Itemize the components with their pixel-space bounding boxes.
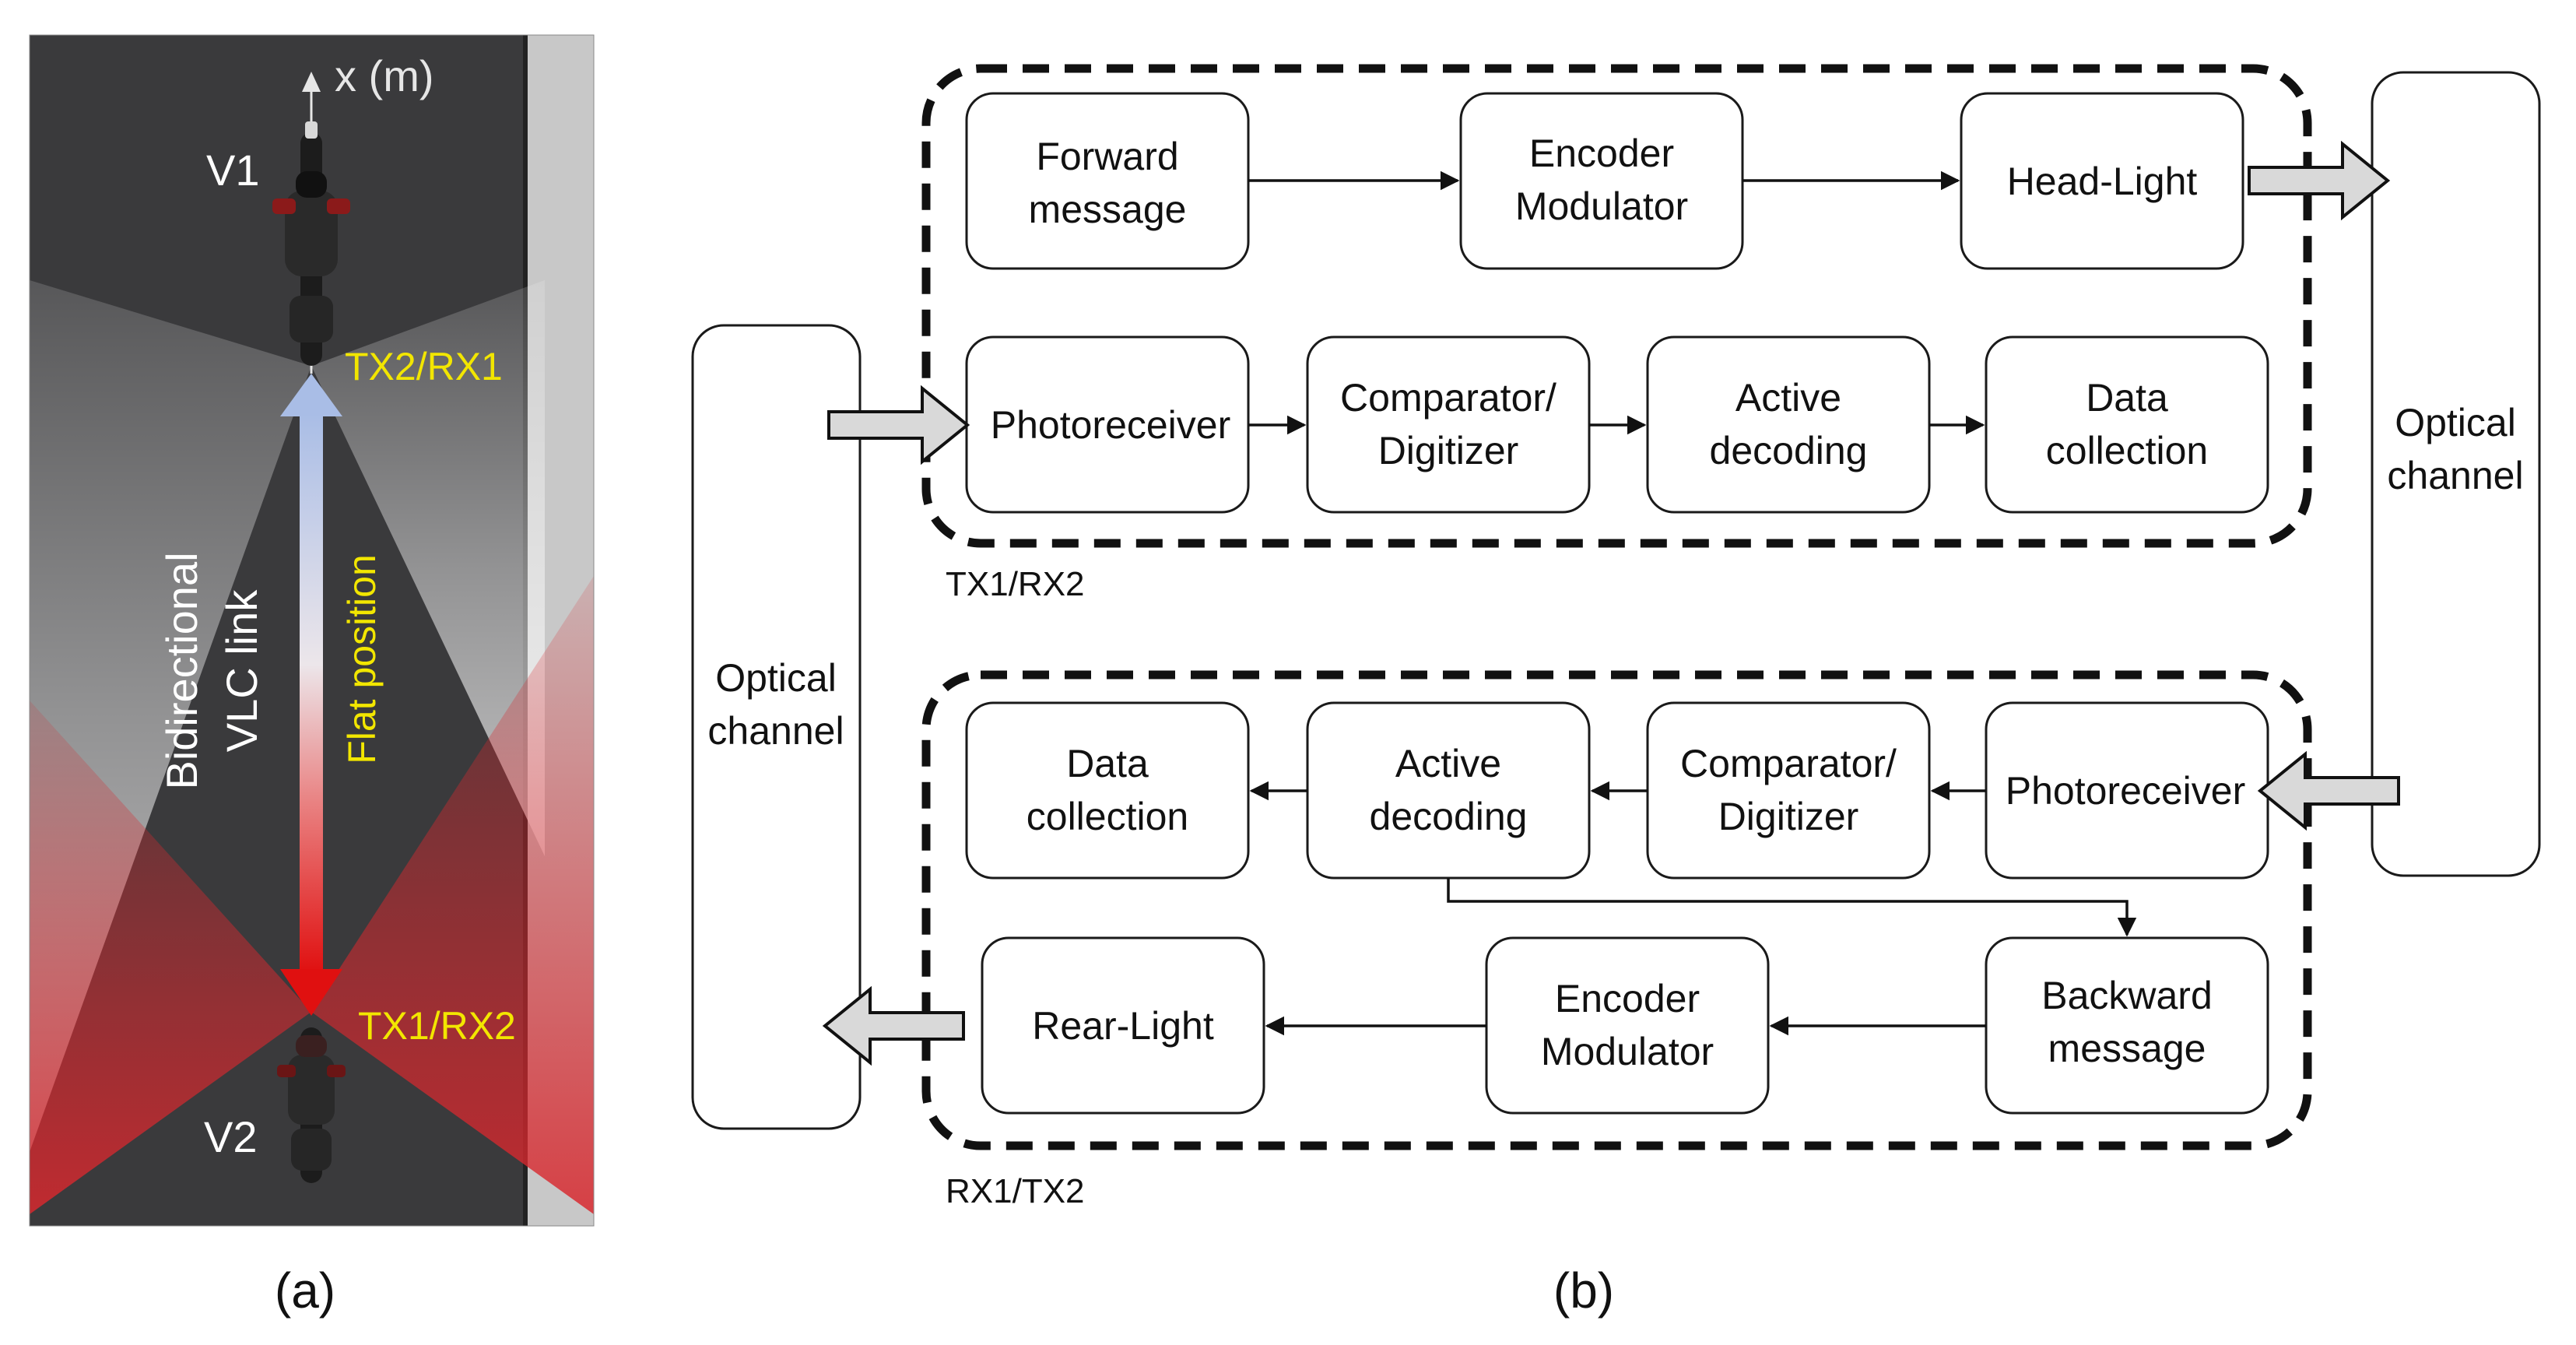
flat-position-label: Flat position [340,554,384,764]
motorcycle-v1-icon [272,121,350,366]
caption-a: (a) [275,1262,335,1319]
tx-data-collection-line1: Data [2086,376,2168,420]
motorcycle-v2-icon [277,1027,346,1183]
panel-a-frame [29,34,595,1227]
head-light-label: Head-Light [2007,160,2198,203]
left-channel-line2: channel [707,709,844,753]
block-rx-encoder-modulator [1485,936,1770,1115]
block-rear-light [981,936,1265,1115]
block-tx-data-collection [1985,335,2269,514]
block-head-light [1960,92,2244,270]
tx1-rx2-label: TX1/RX2 [358,1004,516,1048]
rx-active-decoding-line2: decoding [1370,795,1528,838]
x-axis-arrowhead [302,72,321,92]
block-forward-message [965,92,1250,270]
rx-photoreceiver-label: Photoreceiver [2006,769,2246,813]
rx-comparator-line1: Comparator/ [1680,742,1897,785]
tx-group-outline [921,64,2312,548]
v2-rearlight-beam-left [30,701,311,1214]
tx-comparator-line1: Comparator/ [1340,376,1556,420]
panel-b-diagram: TX1/RX2 RX1/TX2 Optical channel Optical … [691,64,2541,1210]
rx-comparator-line2: Digitizer [1718,795,1859,838]
block-rx-active-decoding [1306,701,1591,880]
tx-encoder-line1: Encoder [1529,132,1674,175]
optical-arrow-into-tx-photoreceiver [827,385,970,465]
block-rx-data-collection [965,701,1250,880]
left-optical-channel [691,324,862,1130]
rear-light-label: Rear-Light [1032,1004,1214,1048]
optical-arrow-into-rx-photoreceiver [2257,750,2400,831]
link-label-line2: VLC link [217,589,266,753]
right-channel-line1: Optical [2395,401,2516,444]
bidirectional-link-arrow [280,374,342,1016]
right-optical-channel [2371,71,2541,877]
x-axis-label: x (m) [335,51,434,100]
right-channel-line2: channel [2387,454,2523,497]
backward-message-line2: message [2048,1027,2206,1070]
v2-rearlight-beam-right [311,576,594,1214]
block-tx-active-decoding [1646,335,1931,514]
panel-a-scene: x (m) V1 V2 TX2/RX1 TX1/RX2 Bidirectiona… [29,34,595,1227]
backward-message-line1: Backward [2041,974,2213,1017]
optical-arrow-headlight-out [2248,140,2391,221]
block-rx-comparator [1646,701,1931,880]
tx-data-collection-line2: collection [2046,429,2208,472]
forward-message-line1: Forward [1036,135,1178,178]
rx-encoder-line2: Modulator [1541,1030,1714,1073]
tx-encoder-line2: Modulator [1515,184,1688,228]
caption-b: (b) [1553,1262,1614,1319]
tx-active-decoding-line2: decoding [1710,429,1868,472]
rx-active-decoding-line1: Active [1395,742,1501,785]
rx-data-collection-line2: collection [1027,795,1188,838]
rx-encoder-line1: Encoder [1555,977,1700,1020]
tx-comparator-line2: Digitizer [1378,429,1519,472]
vehicle-v2-label: V2 [204,1112,258,1161]
rx-group-outline [921,670,2312,1150]
block-tx-comparator [1306,335,1591,514]
tx-active-decoding-line1: Active [1735,376,1841,420]
block-tx-encoder-modulator [1459,92,1744,270]
forward-message-line2: message [1029,188,1187,231]
link-label-line1: Bidirectional [157,552,206,789]
v1-headlight-beam-right [311,280,545,856]
rx-group-label: RX1/TX2 [946,1172,1085,1210]
block-backward-message [1985,936,2269,1115]
arrow-decoding-to-backward-message [1447,878,2137,937]
tx-group-label: TX1/RX2 [946,565,1085,603]
left-channel-line1: Optical [715,656,837,700]
tx2-rx1-label: TX2/RX1 [345,345,503,388]
vehicle-v1-label: V1 [206,146,260,195]
optical-arrow-rearlight-out [822,985,965,1066]
rx-data-collection-line1: Data [1066,742,1149,785]
tx-photoreceiver-label: Photoreceiver [991,403,1231,447]
